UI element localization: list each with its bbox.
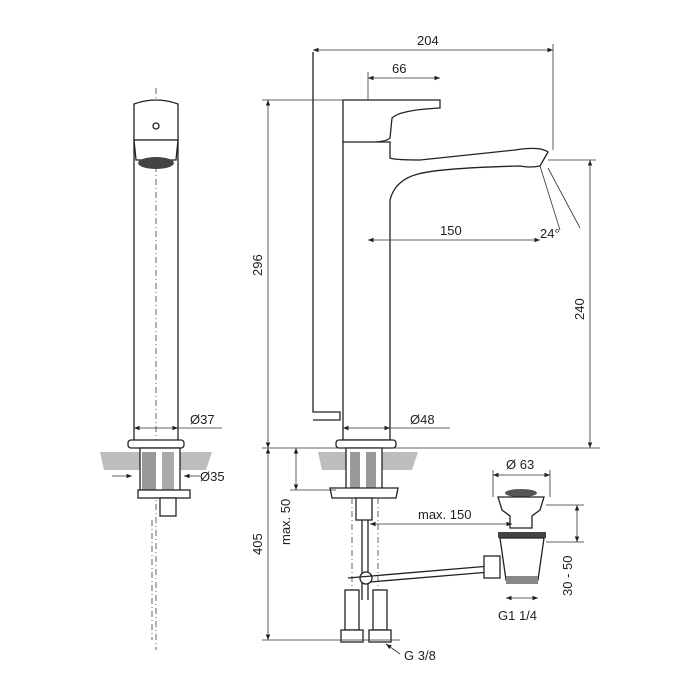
dim-supply-thread: G 3/8 — [404, 648, 436, 663]
side-lever — [133, 99, 179, 141]
dim-waste-diameter: Ø 63 — [506, 457, 534, 472]
dim-lever-length: 66 — [392, 61, 406, 76]
dim-total-height: 296 — [250, 254, 265, 276]
dim-hole-diameter: Ø35 — [200, 469, 225, 484]
dim-spout-angle: 24° — [540, 226, 560, 241]
dim-below-counter: 405 — [250, 533, 265, 555]
dim-overall-reach: 204 — [417, 33, 439, 48]
pop-up-waste — [483, 489, 546, 584]
front-view: 204 66 296 150 24° 240 Ø48 405 max. 50 Ø… — [250, 33, 600, 663]
dim-spout-height: 240 — [572, 298, 587, 320]
dim-max-counter-thickness: max. 50 — [278, 499, 293, 545]
dim-waste-height-range: 30 - 50 — [560, 556, 575, 596]
dim-spout-reach: 150 — [440, 223, 462, 238]
front-lever — [342, 99, 441, 144]
aerator-icon — [138, 157, 174, 169]
dim-waste-thread: G1 1/4 — [498, 608, 537, 623]
supply-hose-right — [372, 589, 388, 631]
side-base-ring — [127, 439, 185, 449]
dim-body-diameter-side: Ø37 — [190, 412, 215, 427]
rear-outline — [312, 52, 341, 421]
side-view: Ø37 Ø35 — [100, 88, 225, 650]
supply-hose-left — [344, 589, 360, 631]
dim-body-diameter-front: Ø48 — [410, 412, 435, 427]
spout-body — [342, 141, 549, 441]
dim-waste-offset: max. 150 — [418, 507, 471, 522]
